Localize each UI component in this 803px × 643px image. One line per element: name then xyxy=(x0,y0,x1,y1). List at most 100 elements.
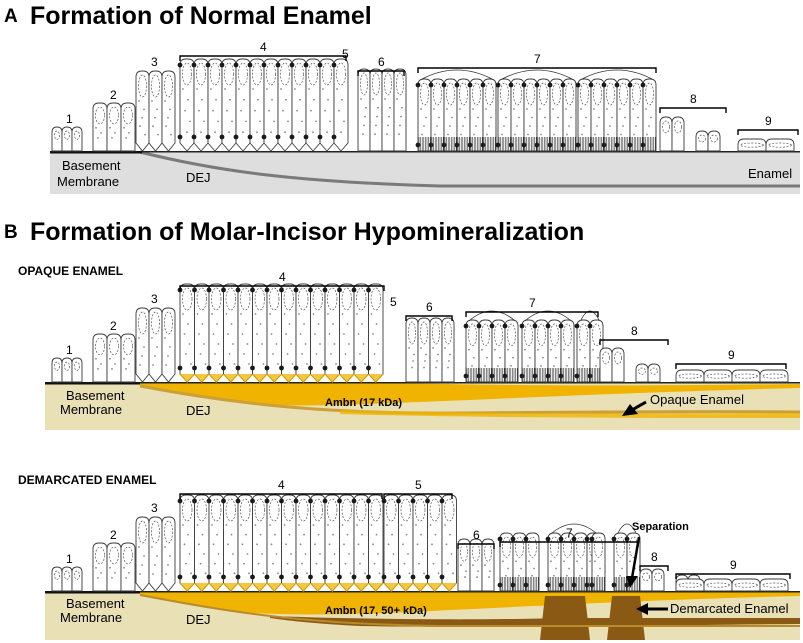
ambn-label: Ambn (17 kDa) xyxy=(325,397,402,409)
junction-dot xyxy=(396,574,401,580)
cell-granule xyxy=(320,572,323,575)
cell-granule xyxy=(332,323,334,325)
junction-dot xyxy=(331,62,337,68)
cell-granule xyxy=(100,131,102,134)
ameloblast-cell xyxy=(333,58,349,152)
junction-dot xyxy=(279,287,284,293)
cell-granule xyxy=(361,533,363,536)
cell-granule xyxy=(357,333,360,335)
ambn-deposit xyxy=(353,583,370,592)
cell-granule xyxy=(227,333,229,335)
dej-label: DEJ xyxy=(186,612,211,627)
cell-granule xyxy=(165,364,167,366)
cell-granule xyxy=(199,353,202,355)
junction-dot xyxy=(441,142,447,148)
cell-arch xyxy=(617,523,637,534)
cell-granule xyxy=(100,362,102,365)
opaque-arrow-shaft xyxy=(631,400,647,412)
cell-granule xyxy=(624,116,626,119)
cell-nucleus xyxy=(138,311,147,335)
cell-granule xyxy=(436,553,438,555)
cell-granule xyxy=(501,133,503,136)
cell-granule xyxy=(447,133,449,136)
cell-granule xyxy=(568,567,570,570)
cell-granule xyxy=(621,567,623,570)
cell-nucleus xyxy=(123,106,133,125)
ameloblast-cell xyxy=(369,68,383,152)
cell-granule xyxy=(449,533,451,536)
cell-granule xyxy=(398,133,400,136)
cell-granule xyxy=(262,572,265,575)
cell-nucleus xyxy=(252,62,262,86)
cell-nucleus xyxy=(484,542,492,562)
junction-dot xyxy=(322,287,328,293)
cell-granule xyxy=(285,98,287,101)
cell-granule xyxy=(190,363,192,365)
cell-granule xyxy=(563,560,565,563)
cell-nucleus xyxy=(614,351,622,365)
stage-label-3: 3 xyxy=(151,55,158,69)
ameloblast-cell xyxy=(429,317,443,383)
cell-granule xyxy=(344,562,347,565)
cell-granule xyxy=(505,574,507,577)
cell-granule xyxy=(340,131,342,134)
cell-granule xyxy=(143,346,145,348)
demarcated-cell-baseline xyxy=(140,591,800,593)
ambn-deposit xyxy=(324,583,341,592)
ameloblast-cell xyxy=(51,566,63,592)
cell-granule xyxy=(391,533,393,536)
cell-granule xyxy=(286,353,289,355)
cell-nucleus xyxy=(336,62,346,86)
cell-nucleus xyxy=(327,287,338,311)
junction-dot xyxy=(476,323,482,329)
junction-dot xyxy=(289,134,295,140)
cell-nucleus xyxy=(182,498,193,522)
cell-granule xyxy=(438,116,440,119)
cell-granule xyxy=(283,313,286,315)
cell-granule xyxy=(421,133,423,136)
cell-granule xyxy=(646,133,648,136)
cell-granule xyxy=(447,366,449,369)
cell-granule xyxy=(481,348,483,351)
cell-granule xyxy=(97,137,99,139)
cell-granule xyxy=(154,116,156,119)
ameloblast-cell xyxy=(635,363,649,383)
cell-granule xyxy=(157,133,159,136)
ameloblast-cell xyxy=(590,78,605,152)
cell-nucleus xyxy=(420,82,429,106)
cell-granule xyxy=(408,572,411,575)
junction-dot xyxy=(192,287,197,293)
cell-granule xyxy=(444,347,446,349)
ambn-deposit xyxy=(208,374,225,383)
junction-dot xyxy=(601,142,607,148)
cell-granule xyxy=(464,116,466,119)
ameloblast-cell xyxy=(441,494,457,592)
junction-dot xyxy=(366,574,371,580)
cell-granule xyxy=(228,562,231,565)
cell-nucleus xyxy=(269,287,280,311)
cell-granule xyxy=(185,353,187,355)
stage-bracket xyxy=(659,107,727,113)
junction-dot xyxy=(480,142,486,148)
separation-arrow-head xyxy=(626,576,638,588)
junction-dot xyxy=(425,574,430,580)
demarcated-cells xyxy=(51,494,789,592)
cell-granule xyxy=(314,333,316,335)
ameloblast-cell xyxy=(599,347,613,383)
ameloblast-cell xyxy=(562,78,577,152)
cell-granule xyxy=(211,524,213,526)
cell-granule xyxy=(420,108,422,110)
junction-dot xyxy=(293,574,299,580)
cell-granule xyxy=(374,133,376,136)
cell-granule xyxy=(139,364,141,366)
cell-granule xyxy=(518,574,520,577)
cell-granule xyxy=(204,363,207,365)
ambn-deposit xyxy=(237,583,254,592)
cell-granule xyxy=(216,323,218,325)
cell-nucleus xyxy=(444,498,455,522)
cell-nucleus xyxy=(602,351,610,365)
junction-dot xyxy=(366,365,371,371)
junction-dot xyxy=(235,365,241,371)
cell-granule xyxy=(433,108,435,110)
cell-granule xyxy=(111,577,113,579)
